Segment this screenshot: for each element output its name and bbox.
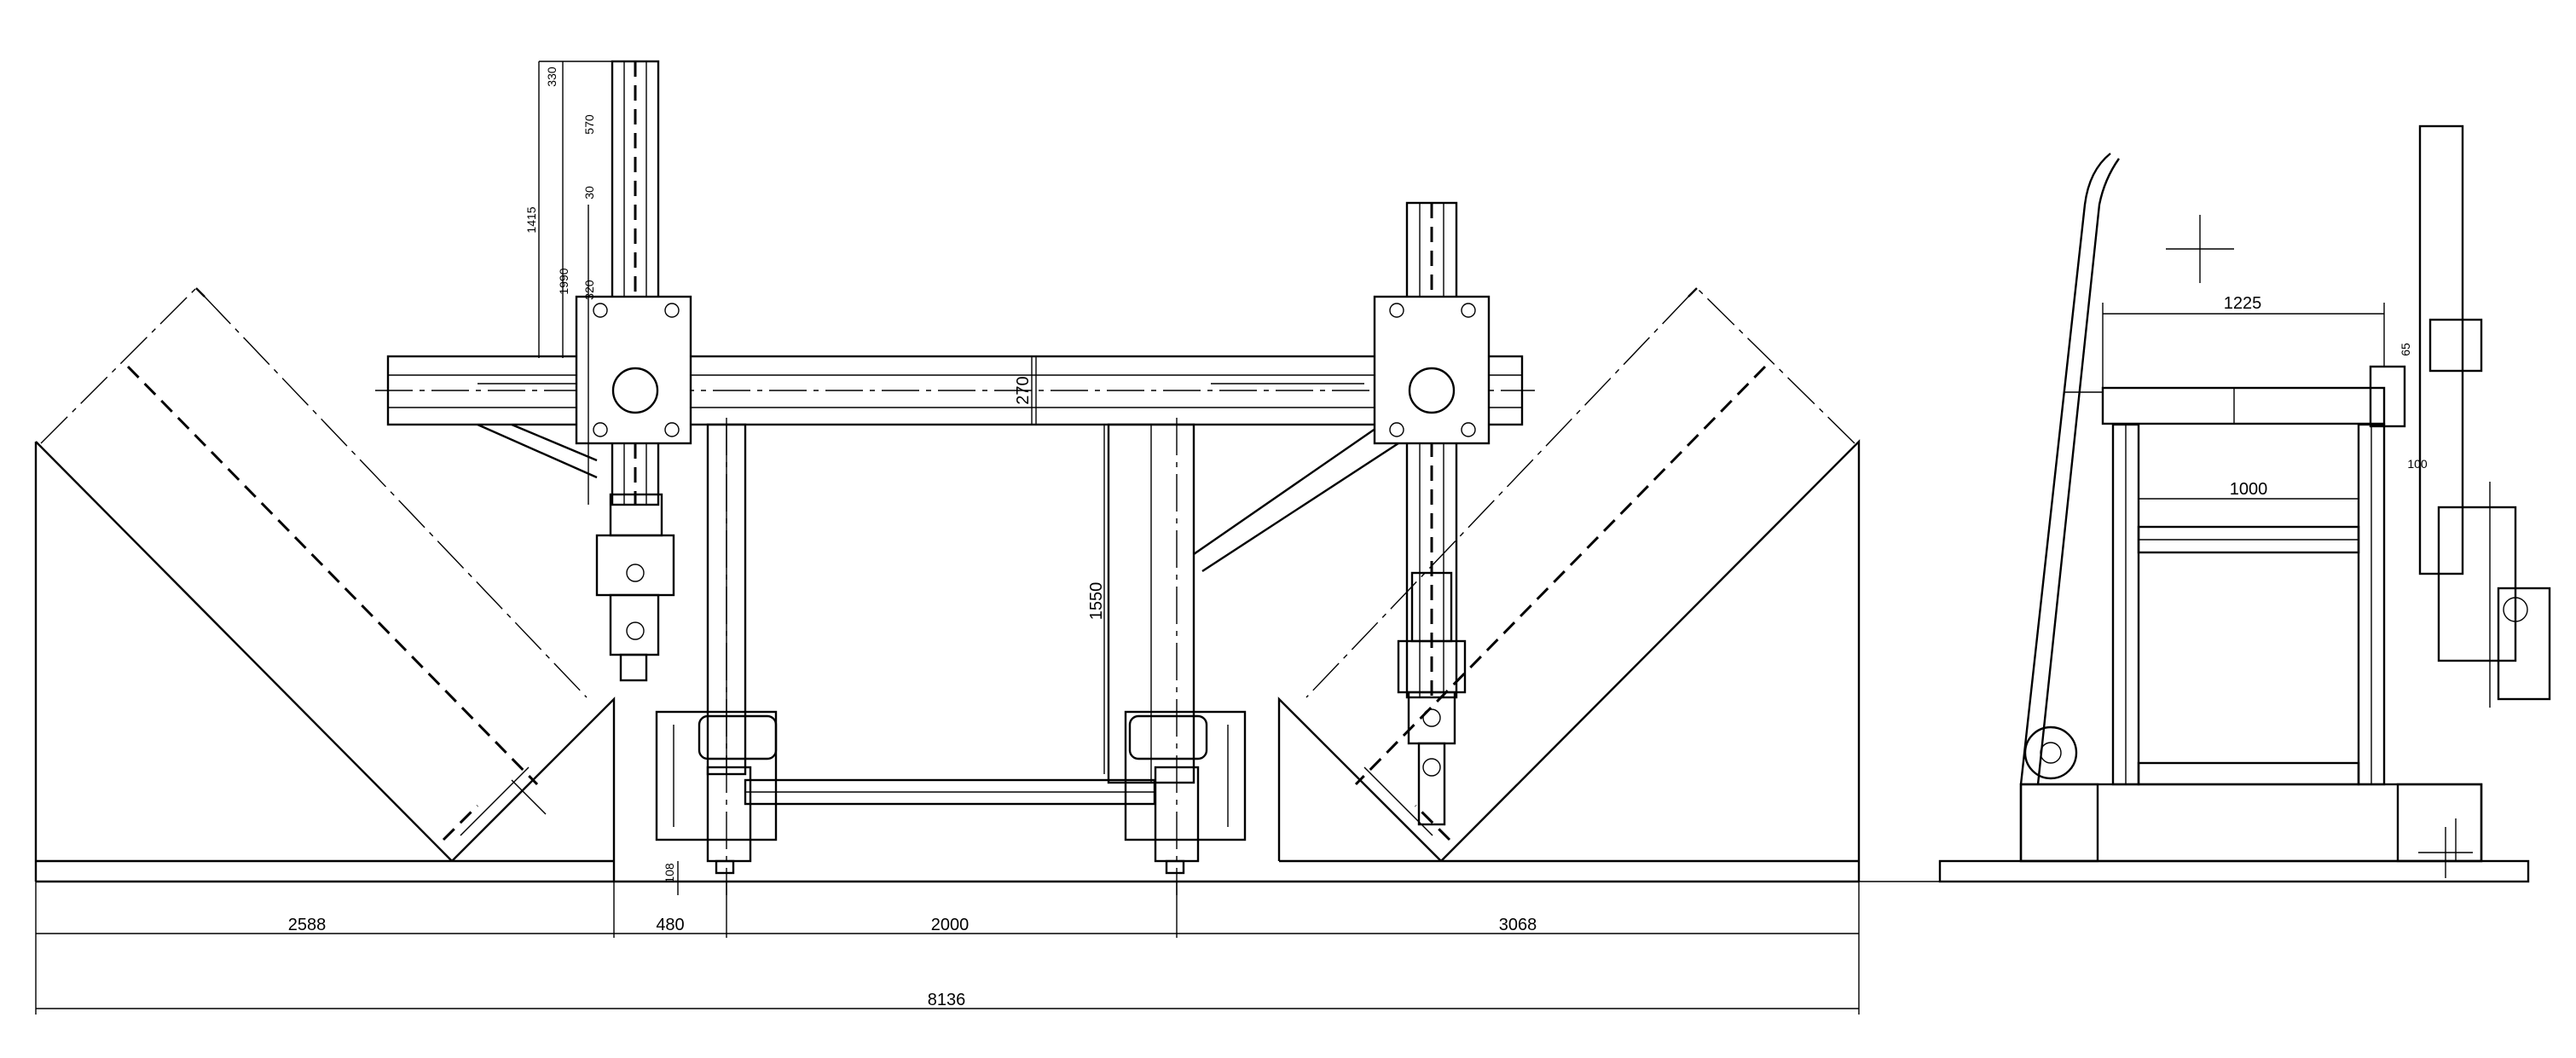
dimension-lines	[35, 61, 1860, 1015]
dim-mast-seg-b: 570	[582, 114, 596, 135]
dim-base-offset: 480	[656, 916, 684, 934]
dim-wheel-height: 108	[663, 863, 676, 883]
dim-mast-travel: 1415	[524, 206, 538, 233]
dim-right-zone: 3068	[1499, 916, 1537, 934]
right-mast	[1373, 201, 1491, 826]
left-mast	[575, 60, 692, 682]
dim-mast-seg-c: 30	[582, 186, 596, 199]
gantry-columns	[706, 418, 1195, 895]
right-v-support	[1277, 287, 1861, 862]
wheel-bogie-right	[1124, 710, 1247, 875]
dim-left-zone: 2588	[288, 916, 327, 934]
gantry-beam	[375, 355, 1535, 573]
dim-side-frame-width: 1000	[2230, 480, 2268, 499]
dim-side-head-offset: 100	[2407, 457, 2428, 471]
dim-beam-height: 270	[1014, 376, 1033, 404]
dim-mast-seg-a: 330	[545, 66, 559, 87]
dim-side-small: 65	[2399, 343, 2412, 356]
dim-side-arm-length: 1225	[2224, 294, 2262, 313]
dimension-labels: 2588 480 2000 3068 8136 1550 270 108 141…	[288, 66, 2428, 1009]
side-view	[1938, 124, 2551, 883]
wheel-bogie-left	[655, 710, 778, 875]
floor-lines	[34, 859, 1940, 883]
dim-mast-seg-d: 1990	[557, 268, 570, 294]
dim-total-width: 8136	[928, 991, 966, 1009]
left-v-support	[34, 287, 616, 862]
dim-track-gauge: 2000	[931, 916, 970, 934]
dim-column-height: 1550	[1087, 582, 1106, 621]
dim-mast-seg-e: 320	[582, 280, 596, 300]
